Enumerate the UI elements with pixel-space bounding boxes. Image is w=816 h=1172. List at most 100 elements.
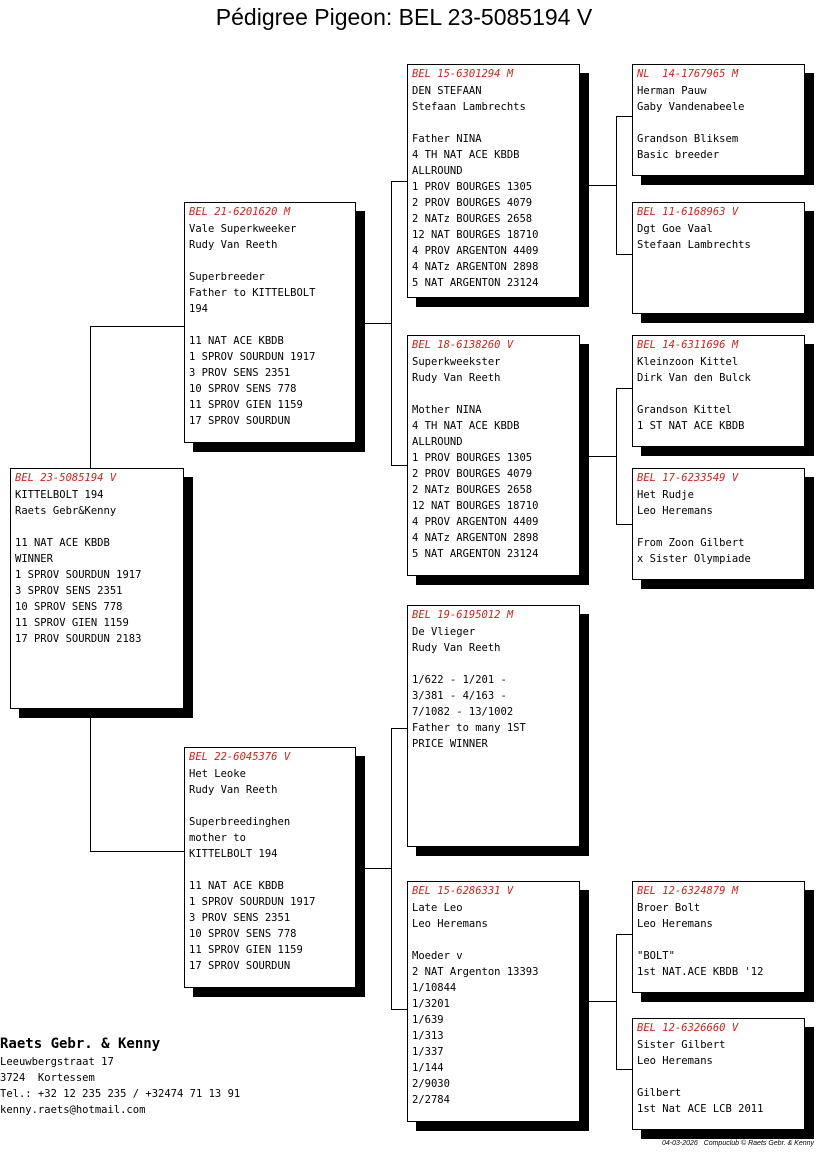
pigeon-info-line: 1/313 (412, 1030, 444, 1042)
pigeon-info-line: Het Leoke (189, 768, 246, 780)
pigeon-info-line: ALLROUND (412, 436, 463, 448)
pigeon-info-line (189, 317, 351, 333)
pigeon-info-line (412, 386, 575, 402)
pigeon-info-line (637, 1069, 800, 1085)
pigeon-info-line: 10 SPROV SENS 778 (189, 928, 297, 940)
pigeon-info-line: 4 TH NAT ACE KBDB (412, 420, 520, 432)
pigeon-info-line: mother to (189, 832, 246, 844)
connector-line (391, 465, 407, 466)
pigeon-info-line: 10 SPROV SENS 778 (15, 601, 123, 613)
connector-line (580, 1001, 616, 1002)
pigeon-info-line (412, 932, 575, 948)
pigeon-info-line: Stefaan Lambrechts (637, 239, 751, 251)
pigeon-info-line: From Zoon Gilbert (637, 537, 745, 549)
ring-number: BEL 15-6301294 M (412, 68, 514, 80)
pigeon-info-line: 2 NATz BOURGES 2658 (412, 484, 533, 496)
connector-line (391, 728, 392, 1009)
pigeon-info-line: 2 NAT Argenton 13393 (412, 966, 539, 978)
pigeon-info-line: Leo Heremans (637, 1055, 713, 1067)
connector-line (391, 181, 407, 182)
connector-line (356, 868, 391, 869)
pigeon-info-line: 3 PROV SENS 2351 (189, 912, 291, 924)
pigeon-info-line: Stefaan Lambrechts (412, 101, 526, 113)
pigeon-info-line: 5 NAT ARGENTON 23124 (412, 548, 539, 560)
connector-line (616, 254, 632, 255)
ring-number: BEL 12-6326660 V (637, 1022, 739, 1034)
pigeon-info-line: 1 SPROV SOURDUN 1917 (189, 896, 316, 908)
pigeon-info-line: 2 PROV BOURGES 4079 (412, 468, 533, 480)
pigeon-info-line: Superbreeder (189, 271, 265, 283)
ring-number: BEL 15-6286331 V (412, 885, 514, 897)
ring-number: BEL 14-6311696 M (637, 339, 739, 351)
pigeon-info-line: 1/3201 (412, 998, 450, 1010)
pigeon-info-line: PRICE WINNER (412, 738, 488, 750)
pigeon-info-line: 11 SPROV GIEN 1159 (189, 944, 303, 956)
pigeon-info-line: 1/10844 (412, 982, 457, 994)
connector-line (391, 1009, 407, 1010)
pigeon-info-line (15, 519, 179, 535)
connector-line (90, 326, 184, 327)
pigeon-info-line: Het Rudje (637, 489, 694, 501)
pigeon-info-line: 12 NAT BOURGES 18710 (412, 229, 539, 241)
pigeon-info-line: 17 PROV SOURDUN 2183 (15, 633, 142, 645)
connector-line (580, 185, 616, 186)
connector-line (616, 934, 632, 935)
pigeon-info-line (637, 386, 800, 402)
connector-line (391, 728, 407, 729)
pigeon-info-line: Late Leo (412, 902, 463, 914)
pigeon-info-line (412, 656, 575, 672)
pigeon-info-line: Rudy Van Reeth (412, 642, 501, 654)
pigeon-info-line: Broer Bolt (637, 902, 701, 914)
ring-number: BEL 21-6201620 M (189, 206, 291, 218)
pigeon-info-line: ALLROUND (412, 165, 463, 177)
pigeon-info-line: 4 TH NAT ACE KBDB (412, 149, 520, 161)
pigeon-info-line: Superbreedinghen (189, 816, 291, 828)
pigeon-info-line: 2 PROV BOURGES 4079 (412, 197, 533, 209)
breeder-street: Leeuwbergstraat 17 (0, 1056, 114, 1068)
pigeon-info-line: 1 SPROV SOURDUN 1917 (189, 351, 316, 363)
pigeon-info-line: Superkweekster (412, 356, 501, 368)
pigeon-info-line: 1 ST NAT ACE KBDB (637, 420, 745, 432)
pigeon-info-line: 12 NAT BOURGES 18710 (412, 500, 539, 512)
pigeon-info-line: Father to many 1ST (412, 722, 526, 734)
pigeon-info-line: KITTELBOLT 194 (15, 489, 104, 501)
ring-number: BEL 18-6138260 V (412, 339, 514, 351)
pigeon-info-line: Leo Heremans (637, 505, 713, 517)
connector-line (580, 456, 616, 457)
pigeon-info-line: Leo Heremans (637, 918, 713, 930)
pigeon-info-line: 4 PROV ARGENTON 4409 (412, 245, 539, 257)
pigeon-info-line: 1/639 (412, 1014, 444, 1026)
pigeon-info-line: 2 NATz BOURGES 2658 (412, 213, 533, 225)
pigeon-info-line: Sister Gilbert (637, 1039, 726, 1051)
connector-line (90, 709, 91, 851)
pigeon-info-line: 10 SPROV SENS 778 (189, 383, 297, 395)
pigeon-info-line: Basic breeder (637, 149, 720, 161)
connector-line (616, 934, 617, 1069)
pigeon-info-line: Dirk Van den Bulck (637, 372, 751, 384)
ring-number: BEL 23-5085194 V (15, 472, 117, 484)
pigeon-info-line: Rudy Van Reeth (189, 239, 278, 251)
breeder-city: 3724 Kortessem (0, 1072, 95, 1084)
pigeon-info-line: 17 SPROV SOURDUN (189, 415, 291, 427)
pigeon-info-line: Kleinzoon Kittel (637, 356, 739, 368)
pigeon-info-line (189, 253, 351, 269)
pigeon-info-line: Grandson Kittel (637, 404, 732, 416)
breeder-phone: Tel.: +32 12 235 235 / +32474 71 13 91 (0, 1088, 241, 1100)
pigeon-info-line: 2/9030 (412, 1078, 450, 1090)
pigeon-info-line: 3 SPROV SENS 2351 (15, 585, 123, 597)
pigeon-info-line: Mother NINA (412, 404, 482, 416)
pigeon-info-line: 1st NAT.ACE KBDB '12 (637, 966, 764, 978)
pigeon-info-line: 1st Nat ACE LCB 2011 (637, 1103, 764, 1115)
pigeon-info-line: Rudy Van Reeth (189, 784, 278, 796)
pigeon-info-line: 4 PROV ARGENTON 4409 (412, 516, 539, 528)
pigeon-info-line: 11 NAT ACE KBDB (15, 537, 110, 549)
pigeon-info-line: Herman Pauw (637, 85, 707, 97)
